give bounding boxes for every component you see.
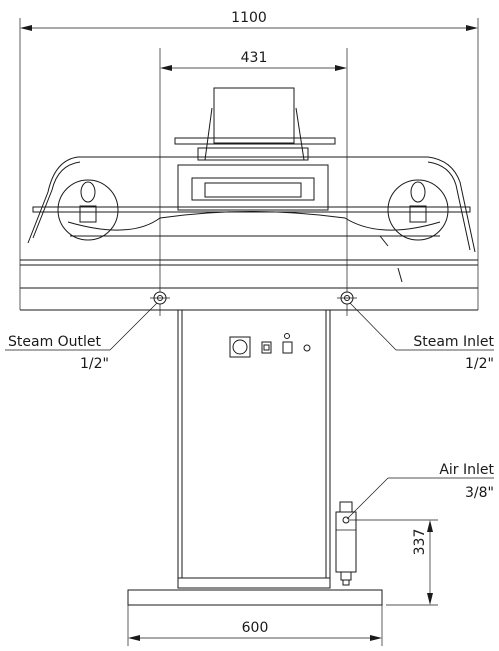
- dimension-337-label: 337: [412, 529, 428, 556]
- base-plate: [127, 589, 383, 606]
- steam-inlet-label: Steam Inlet: [413, 334, 494, 350]
- dimension-1100-label: 1100: [231, 10, 267, 26]
- steam-inlet-callout: Steam Inlet 1/2": [349, 302, 495, 372]
- switch-icon: [261, 341, 272, 354]
- switch-icon: [282, 341, 293, 354]
- dimension-center-spacing: 431: [159, 48, 348, 316]
- steam-outlet-port: [150, 291, 170, 305]
- steam-outlet-size: 1/2": [80, 356, 109, 372]
- air-regulator: [335, 501, 357, 586]
- dimension-overall-width: 1100: [19, 10, 479, 310]
- steam-outlet-callout: Steam Outlet 1/2": [5, 302, 158, 372]
- steam-inlet-port: [337, 291, 357, 305]
- air-inlet-size: 3/8": [465, 485, 494, 501]
- dimension-431-label: 431: [241, 50, 268, 66]
- steam-inlet-size: 1/2": [465, 356, 494, 372]
- column-body: [177, 309, 331, 589]
- air-inlet-callout: Air Inlet 3/8": [346, 462, 495, 520]
- press-table: [20, 259, 478, 311]
- dimension-air-inlet-height: 337: [350, 519, 438, 606]
- press-head: [27, 87, 476, 283]
- dimension-base-width: 600: [127, 605, 383, 646]
- gauge-icon: [229, 336, 251, 358]
- steam-outlet-label: Steam Outlet: [8, 334, 102, 350]
- dimension-600-label: 600: [242, 620, 269, 636]
- indicator-lamp-icon: [303, 344, 311, 352]
- air-inlet-label: Air Inlet: [439, 462, 494, 478]
